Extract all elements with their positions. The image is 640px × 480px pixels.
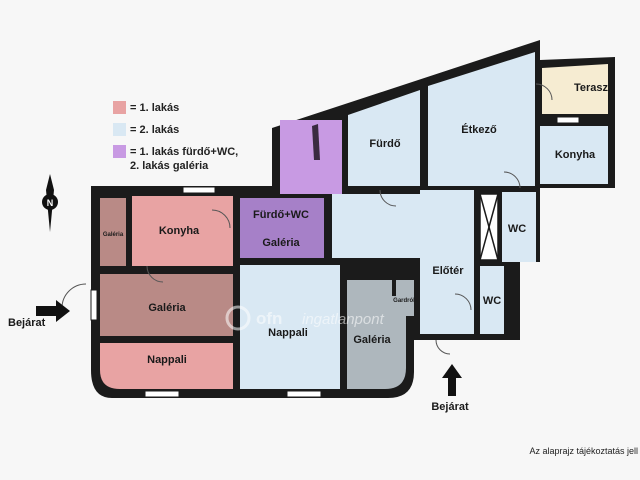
label-gardrob: Gardrób xyxy=(393,298,417,304)
doors xyxy=(61,83,553,355)
label-wc-lower: WC xyxy=(483,295,501,307)
label-terasz: Terasz xyxy=(574,82,609,94)
room-purple-upper xyxy=(280,120,342,194)
label-nappali-mid: Nappali xyxy=(268,327,308,339)
room-galeria-purple xyxy=(240,228,324,258)
disclaimer: Az alaprajz tájékoztatás jell xyxy=(529,446,638,456)
room-eloter xyxy=(420,190,474,334)
room-nappali-mid xyxy=(240,265,340,389)
chimney xyxy=(312,124,320,160)
room-nappali-left xyxy=(100,343,233,389)
legend-text-shared: = 1. lakás fürdő+WC, 2. lakás galéria xyxy=(130,145,238,173)
room-wc-lower xyxy=(480,266,504,334)
rooms xyxy=(100,52,608,389)
label-nappali-left: Nappali xyxy=(147,354,187,366)
room-furdo-wc xyxy=(240,198,324,228)
room-konyha-right xyxy=(540,126,608,184)
room-etkezo xyxy=(428,52,535,186)
legend-text-flat1: = 1. lakás xyxy=(130,102,180,114)
label-wc-upper: WC xyxy=(508,223,526,235)
room-gardrob xyxy=(396,280,414,316)
watermark-logo-icon xyxy=(225,305,251,331)
shaft-cross xyxy=(479,193,499,261)
legend-item-shared: = 1. lakás fürdő+WC, 2. lakás galéria xyxy=(113,145,238,173)
label-galeria-purple: Galéria xyxy=(262,237,300,249)
entrance-bottom-label: Bejárat xyxy=(431,401,469,413)
watermark: ofn ingatlanpont xyxy=(225,305,385,331)
legend-item-flat2: = 2. lakás xyxy=(113,123,238,137)
watermark-text: ingatlanpont xyxy=(302,311,385,328)
room-galeria-small xyxy=(100,198,126,266)
legend-text-flat2: = 2. lakás xyxy=(130,124,180,136)
room-labels: Galéria Konyha Fürdő+WC Galéria Galéria … xyxy=(103,82,609,366)
room-wc-upper xyxy=(502,192,536,262)
legend-item-flat1: = 1. lakás xyxy=(113,101,238,115)
arrow-right-icon xyxy=(36,300,70,322)
label-etkezo: Étkező xyxy=(461,123,497,136)
room-galeria-left xyxy=(100,274,233,336)
legend-swatch-shared xyxy=(113,145,126,158)
label-galeria-small: Galéria xyxy=(103,232,124,238)
room-konyha-left xyxy=(132,196,233,266)
label-galeria-grey: Galéria xyxy=(353,334,391,346)
room-hall-upper xyxy=(332,194,420,258)
legend-text-shared-line1: = 1. lakás fürdő+WC, xyxy=(130,146,239,158)
room-furdo xyxy=(348,90,420,186)
arrow-up-icon xyxy=(442,364,462,396)
room-terasz xyxy=(542,64,608,114)
legend: = 1. lakás = 2. lakás = 1. lakás fürdő+W… xyxy=(113,101,238,181)
label-furdo-wc: Fürdő+WC xyxy=(253,209,309,221)
windows xyxy=(90,116,580,398)
label-konyha-right: Konyha xyxy=(555,149,596,161)
label-konyha-left: Konyha xyxy=(159,225,200,237)
entrance-left: Bejárat xyxy=(8,300,70,329)
legend-text-shared-line2: 2. lakás galéria xyxy=(130,160,209,172)
entrance-bottom: Bejárat xyxy=(431,364,469,413)
compass-label: N xyxy=(47,198,54,208)
legend-swatch-flat2 xyxy=(113,123,126,136)
legend-swatch-flat1 xyxy=(113,101,126,114)
entrance-left-label: Bejárat xyxy=(8,317,46,329)
label-galeria-left: Galéria xyxy=(148,302,186,314)
label-furdo: Fürdő xyxy=(369,138,400,150)
room-galeria-grey xyxy=(347,280,406,389)
label-eloter: Előtér xyxy=(432,265,464,277)
watermark-brand: ofn xyxy=(256,309,282,328)
compass-icon: N xyxy=(42,174,58,232)
